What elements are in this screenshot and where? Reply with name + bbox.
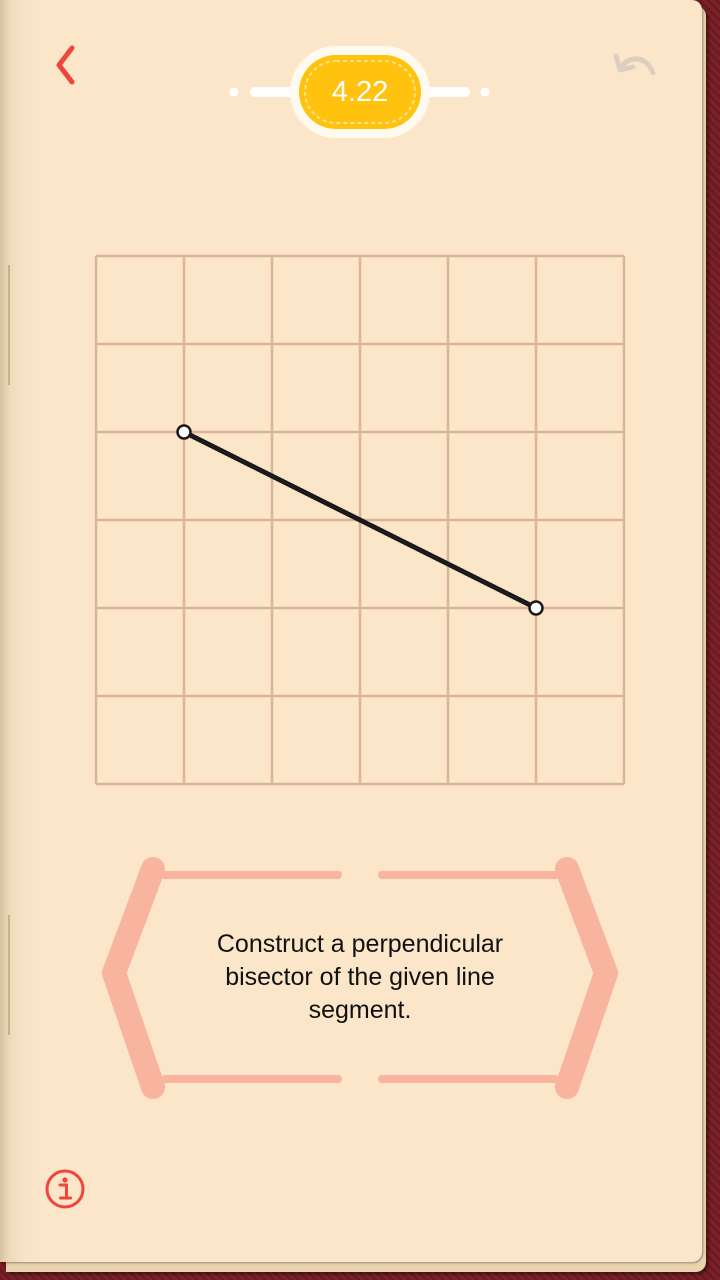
info-button[interactable] — [42, 1166, 88, 1212]
progress-dot-left — [229, 87, 239, 97]
level-badge-meander — [304, 60, 416, 124]
chevron-left-icon — [56, 45, 75, 85]
instruction-text: Construct a perpendicular bisector of th… — [216, 930, 504, 1024]
instruction-frame — [102, 857, 618, 1099]
back-button[interactable] — [44, 40, 88, 90]
info-icon — [45, 1169, 85, 1209]
segment-endpoint-start[interactable] — [176, 424, 192, 440]
page-spine-shade — [0, 0, 40, 1262]
level-badge-inner — [313, 69, 407, 115]
level-number: 4.22 — [331, 76, 389, 108]
page-spine-line — [8, 915, 10, 1035]
level-indicator — [229, 46, 490, 138]
segment-endpoint-end[interactable] — [528, 600, 544, 616]
page-spine-line — [8, 265, 10, 385]
undo-icon — [613, 53, 656, 76]
progress-dot-right — [480, 87, 490, 97]
undo-button[interactable] — [606, 42, 666, 92]
